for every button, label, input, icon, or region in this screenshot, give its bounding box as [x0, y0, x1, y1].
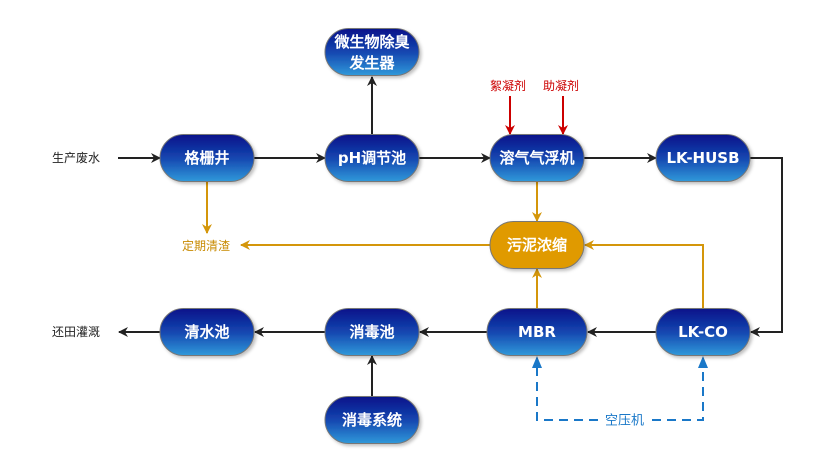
deodorizer-node-label: 发生器 — [348, 54, 395, 72]
ph-tank-node: pH调节池 — [324, 134, 420, 182]
lk-co-node-shape — [655, 308, 751, 356]
lk-husb-node-label: LK-HUSB — [666, 149, 739, 167]
deodorizer-node-label: 微生物除臭 — [333, 33, 409, 51]
disinfection-system-node: 消毒系统 — [324, 396, 420, 444]
disinfection-tank-node-label: 消毒池 — [349, 323, 394, 341]
deodorizer-node-shape — [324, 28, 420, 76]
sludge-thickening-node: 污泥浓缩 — [489, 221, 585, 269]
daf-node-label: 溶气气浮机 — [499, 149, 574, 167]
ph-tank-node-shape — [324, 134, 420, 182]
daf-node-shape — [489, 134, 585, 182]
clear-water-tank-node-label: 清水池 — [184, 323, 229, 341]
clear-water-tank-node-shape — [159, 308, 255, 356]
lk-co-node: LK-CO — [655, 308, 751, 356]
mbr-node-shape — [486, 308, 588, 356]
output-label: 还田灌溉 — [52, 325, 100, 339]
air-line-to-lkco — [652, 356, 708, 421]
arrow-husb-to-lkco — [750, 157, 783, 337]
mbr-node: MBR — [486, 308, 588, 356]
disinfection-system-node-label: 消毒系统 — [342, 411, 402, 429]
sludge-thickening-node-shape — [489, 221, 585, 269]
ph-tank-node-label: pH调节池 — [338, 149, 406, 167]
disinfection-tank-node-shape — [324, 308, 420, 356]
lk-co-node-label: LK-CO — [678, 323, 728, 341]
air-compressor-label: 空压机 — [605, 414, 644, 429]
coagulant-aid-label: 助凝剂 — [543, 78, 579, 93]
air-line-to-mbr — [532, 356, 598, 421]
lk-husb-node-shape — [655, 134, 751, 182]
clear-water-tank-node: 清水池 — [159, 308, 255, 356]
lk-husb-node: LK-HUSB — [655, 134, 751, 182]
mbr-node-label: MBR — [518, 323, 556, 341]
input-label: 生产废水 — [52, 150, 100, 165]
grille-well-node-label: 格栅井 — [184, 149, 229, 167]
disinfection-tank-node: 消毒池 — [324, 308, 420, 356]
flocculant-label: 絮凝剂 — [490, 78, 526, 93]
grille-well-node: 格栅井 — [159, 134, 255, 182]
sludge-thickening-node-label: 污泥浓缩 — [507, 236, 567, 254]
daf-node: 溶气气浮机 — [489, 134, 585, 182]
arrow-lkco-to-sludge — [584, 240, 704, 309]
disinfection-system-node-shape — [324, 396, 420, 444]
periodic-cleaning-label: 定期清渣 — [182, 238, 230, 253]
grille-well-node-shape — [159, 134, 255, 182]
